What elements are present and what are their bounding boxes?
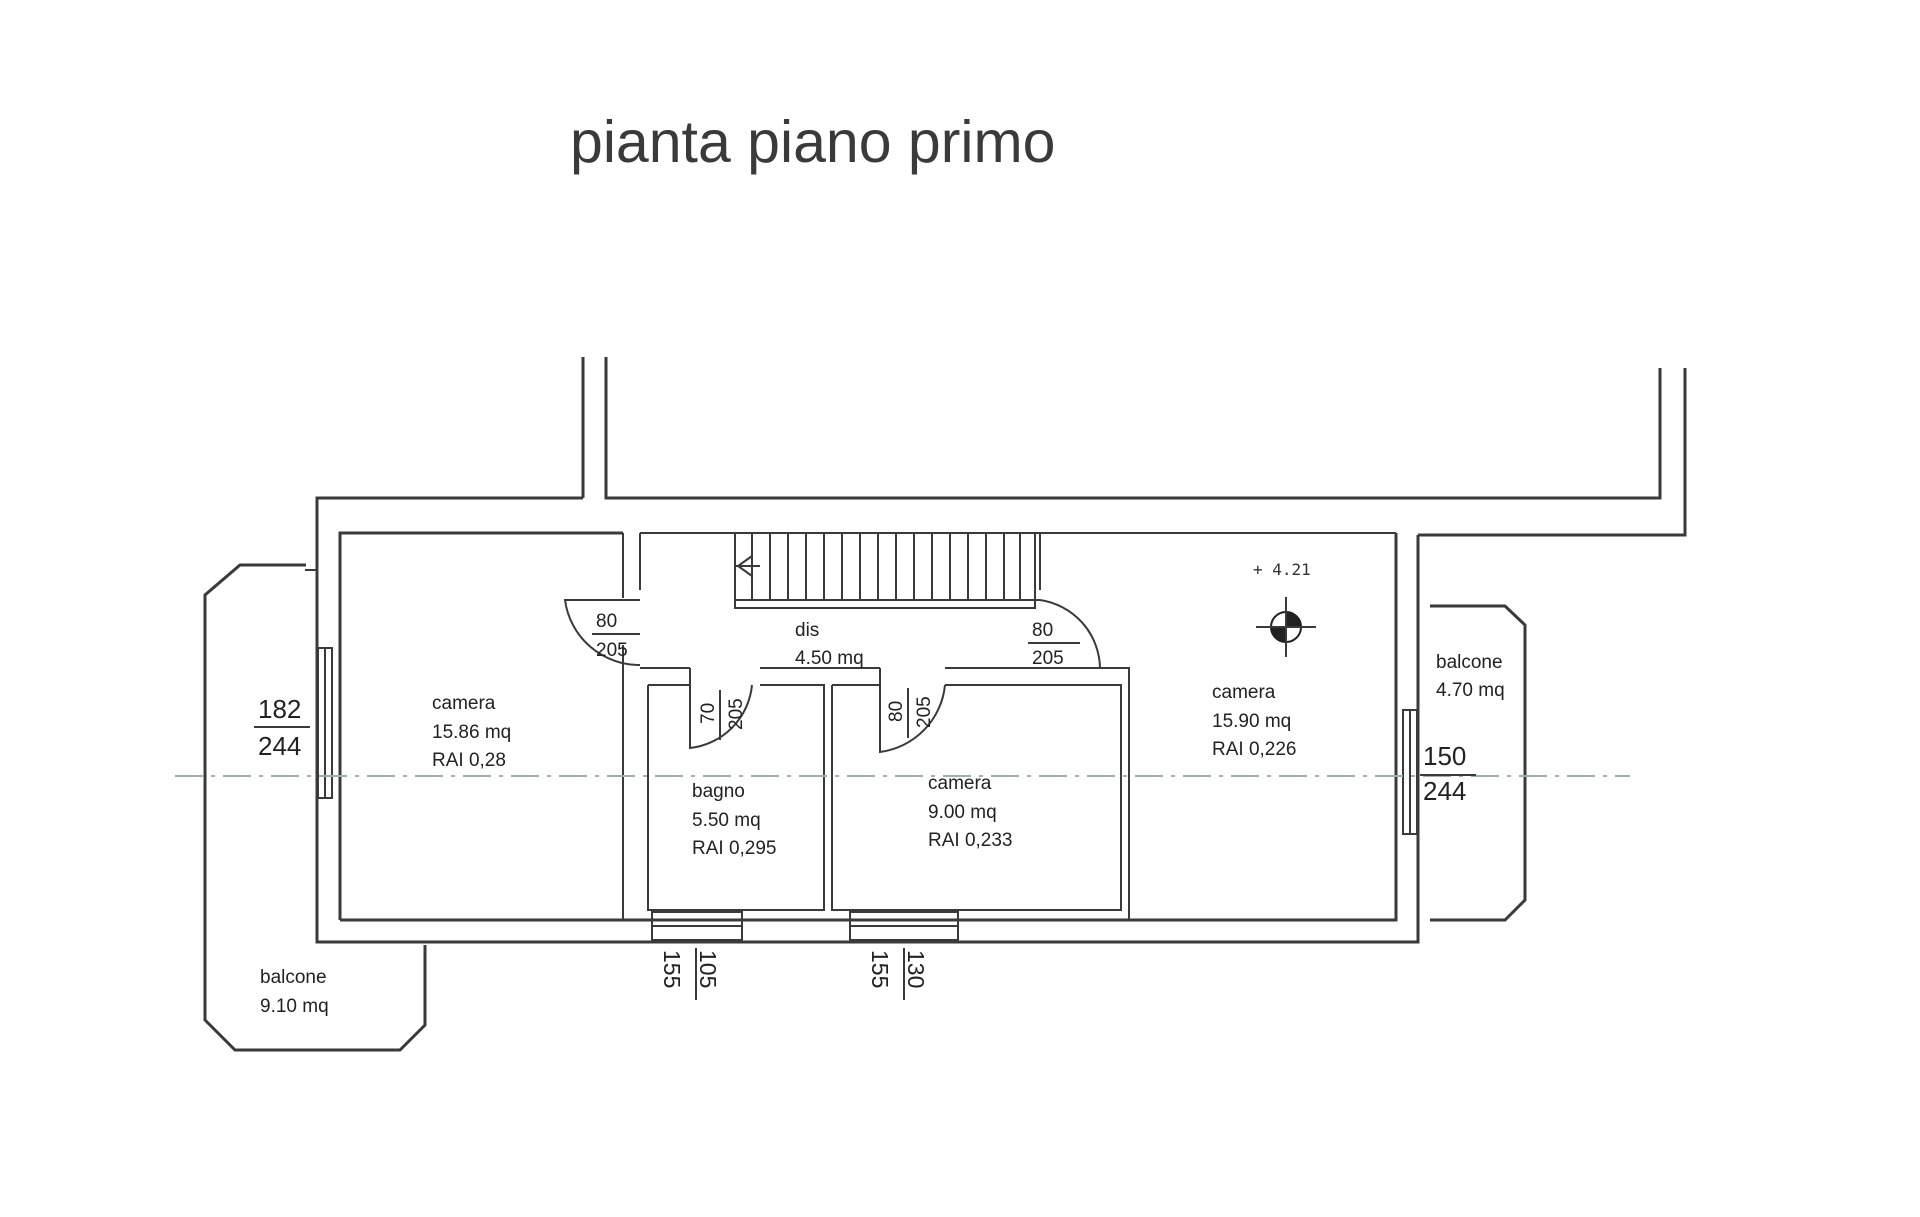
- door-swings: [563, 599, 1102, 754]
- svg-text:camera: camera: [1212, 682, 1276, 703]
- svg-text:105: 105: [695, 950, 721, 988]
- svg-text:RAI 0,28: RAI 0,28: [432, 750, 506, 771]
- svg-text:244: 244: [258, 731, 301, 761]
- svg-text:205: 205: [596, 640, 628, 661]
- svg-text:RAI 0,226: RAI 0,226: [1212, 739, 1297, 760]
- svg-text:80: 80: [1032, 620, 1053, 641]
- room-dis: dis 4.50 mq: [795, 620, 864, 669]
- svg-text:5.50 mq: 5.50 mq: [692, 810, 761, 831]
- stair-arrow-icon: [736, 555, 753, 577]
- door-dim-left: 80 205: [592, 611, 640, 661]
- svg-text:80: 80: [886, 701, 907, 722]
- door-dim-bagno: 70 205: [698, 690, 747, 740]
- svg-text:70: 70: [698, 703, 719, 724]
- door-dim-camera-mid: 80 205: [886, 688, 935, 738]
- svg-text:RAI 0,233: RAI 0,233: [928, 830, 1013, 851]
- svg-text:4.50 mq: 4.50 mq: [795, 648, 864, 669]
- svg-text:130: 130: [903, 950, 929, 988]
- upper-walls: [581, 357, 1687, 537]
- svg-text:150: 150: [1423, 741, 1466, 771]
- room-balcone-left: balcone 9.10 mq: [260, 967, 329, 1017]
- door-dim-right: 80 205: [1028, 620, 1080, 669]
- svg-text:camera: camera: [928, 773, 992, 794]
- window-dim-left: 182 244: [254, 694, 310, 761]
- window-dim-right: 150 244: [1420, 741, 1476, 806]
- interior-walls: [622, 532, 1396, 920]
- room-camera-left: camera 15.86 mq RAI 0,28: [432, 693, 511, 771]
- svg-text:9.10 mq: 9.10 mq: [260, 996, 329, 1017]
- svg-text:205: 205: [1032, 648, 1064, 669]
- elevation-label: + 4.21: [1253, 560, 1311, 579]
- room-camera-right: camera 15.90 mq RAI 0,226: [1212, 682, 1297, 760]
- svg-text:RAI 0,295: RAI 0,295: [692, 838, 777, 859]
- plan-title: pianta piano primo: [570, 109, 1055, 175]
- room-camera-mid: camera 9.00 mq RAI 0,233: [928, 773, 1013, 851]
- balcony-right: [1430, 604, 1527, 922]
- svg-text:15.90 mq: 15.90 mq: [1212, 711, 1291, 732]
- svg-text:205: 205: [726, 698, 747, 730]
- svg-text:15.86 mq: 15.86 mq: [432, 722, 511, 743]
- staircase: [734, 532, 1036, 609]
- svg-text:80: 80: [596, 611, 617, 632]
- svg-text:bagno: bagno: [692, 781, 745, 802]
- svg-text:155: 155: [659, 950, 685, 988]
- svg-text:dis: dis: [795, 620, 819, 641]
- window-dim-camera-mid: 155 130: [867, 948, 929, 1000]
- windows: [317, 647, 1418, 941]
- svg-text:balcone: balcone: [260, 967, 327, 988]
- svg-text:4.70 mq: 4.70 mq: [1436, 680, 1505, 701]
- svg-text:182: 182: [258, 694, 301, 724]
- room-bagno: bagno 5.50 mq RAI 0,295: [692, 781, 777, 859]
- window-dim-bagno: 155 105: [659, 948, 721, 1000]
- svg-text:205: 205: [914, 696, 935, 728]
- svg-text:155: 155: [867, 950, 893, 988]
- svg-text:balcone: balcone: [1436, 652, 1503, 673]
- room-balcone-right: balcone 4.70 mq: [1436, 652, 1505, 701]
- balcony-left: [203, 563, 427, 1052]
- svg-text:9.00 mq: 9.00 mq: [928, 802, 997, 823]
- svg-text:244: 244: [1423, 776, 1466, 806]
- svg-text:camera: camera: [432, 693, 496, 714]
- elevation-marker: + 4.21: [1253, 560, 1316, 657]
